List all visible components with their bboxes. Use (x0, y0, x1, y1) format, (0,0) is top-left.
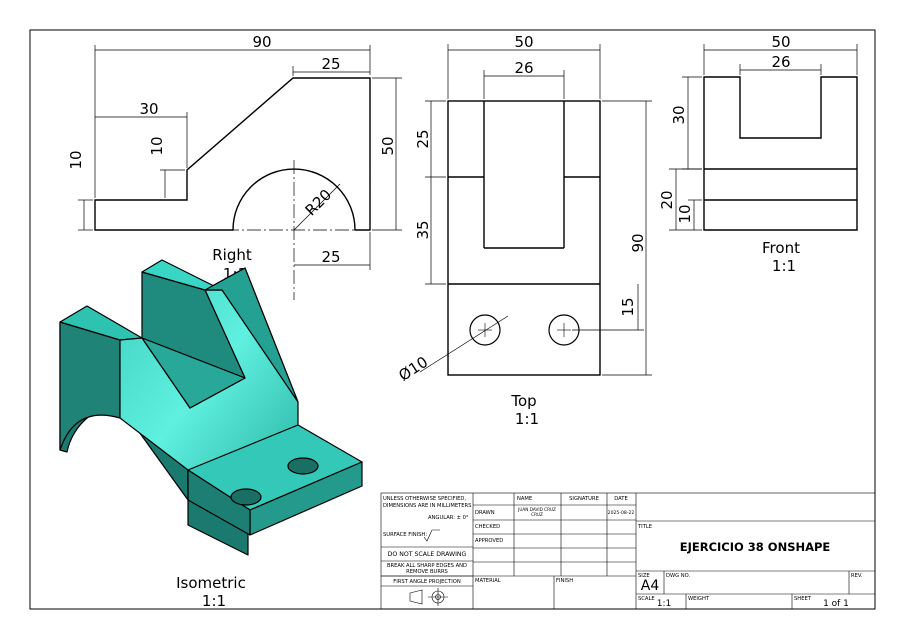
iso-left-end (59, 321, 121, 451)
first-angle-projection-icon (409, 589, 423, 605)
dim-50-height (372, 77, 402, 231)
dim-26-front-label: 26 (771, 53, 790, 71)
dim-25-top-label: 25 (321, 55, 340, 73)
tb-tolerance-1: UNLESS OTHERWISE SPECIFIED, (383, 496, 466, 502)
tb-finish: FINISH (556, 578, 573, 584)
dim-50-height-label: 50 (379, 136, 397, 155)
surface-finish-icon (423, 529, 440, 542)
tb-break-edges-2: REMOVE BURRS (406, 569, 448, 575)
right-view-outline (94, 77, 371, 231)
dim-30-label: 30 (139, 100, 158, 118)
dim-26-front (739, 64, 822, 75)
dim-r20-leader (293, 183, 341, 231)
tb-drawn-name-2: CRUZ (531, 512, 543, 517)
tb-scale: 1:1 (657, 599, 671, 609)
tb-weight-label: WEIGHT (688, 596, 710, 602)
dim-90-label: 90 (252, 33, 271, 51)
front-view-name: Front (762, 239, 800, 257)
right-view (78, 45, 402, 300)
dim-50-front (703, 44, 858, 75)
isometric-view-name: Isometric (176, 574, 246, 592)
tb-do-not-scale: DO NOT SCALE DRAWING (388, 551, 467, 558)
tb-sheet: 1 of 1 (823, 599, 849, 609)
top-view-hole-left (469, 314, 501, 346)
dim-10-inner-label: 10 (148, 136, 166, 155)
tb-scale-label: SCALE (638, 596, 655, 602)
dim-50-top-label: 50 (514, 33, 533, 51)
dim-15-top-label: 15 (619, 297, 637, 316)
dim-26-top (483, 70, 565, 99)
isometric-view-scale: 1:1 (202, 592, 226, 610)
tb-row-approved: APPROVED (475, 538, 503, 544)
dim-25-bottom-label: 25 (321, 248, 340, 266)
tb-sheet-label: SHEET (794, 596, 812, 602)
dim-15-top (572, 284, 644, 331)
tb-size-label: SIZE (638, 573, 650, 579)
dim-30-front-label: 30 (670, 105, 688, 124)
tb-size: A4 (641, 578, 660, 594)
top-view (419, 44, 652, 376)
dim-10-left (78, 199, 93, 231)
dim-10-front-label: 10 (676, 204, 694, 223)
tb-row-checked: CHECKED (475, 524, 500, 530)
dim-dia10-leader (419, 315, 509, 373)
dim-10-inner (160, 169, 185, 198)
tb-material: MATERIAL (475, 578, 501, 584)
iso-upright-side (204, 267, 299, 403)
tb-tolerance-2: DIMENSIONS ARE IN MILLIMETERS (383, 503, 471, 509)
dim-35-left-label: 35 (414, 220, 432, 239)
top-view-name: Top (510, 392, 536, 410)
tb-projection: FIRST ANGLE PROJECTION (393, 579, 461, 585)
dim-26-top-label: 26 (514, 59, 533, 77)
top-view-scale: 1:1 (515, 410, 539, 428)
tb-angular: ANGULAR: ± 0° (428, 515, 469, 521)
right-view-name: Right (212, 246, 252, 264)
dim-90-top-right (602, 100, 652, 376)
dim-25-bottom (294, 232, 371, 270)
dim-20-front-label: 20 (658, 190, 676, 209)
dim-90-right (94, 45, 371, 198)
tb-col-name: NAME (517, 496, 532, 502)
tb-title: EJERCICIO 38 ONSHAPE (680, 540, 831, 554)
tb-row-drawn: DRAWN (475, 510, 495, 516)
dim-20-10-front (669, 168, 702, 231)
dim-25-left-label: 25 (414, 129, 432, 148)
dim-25-35-left (425, 100, 446, 285)
front-view-outline (703, 76, 858, 231)
front-view-scale: 1:1 (772, 257, 796, 275)
iso-slot-floor (141, 337, 246, 409)
front-view (669, 44, 858, 231)
tb-break-edges-1: BREAK ALL SHARP EDGES AND (387, 563, 467, 569)
top-view-hole-centerlines (478, 323, 571, 337)
isometric-view (59, 259, 363, 556)
tb-dwg-no-label: DWG NO. (666, 573, 691, 579)
dim-25-top (292, 66, 370, 76)
tb-rev-label: REV. (851, 573, 863, 579)
dim-50-front-label: 50 (771, 33, 790, 51)
tb-col-signature: SIGNATURE (569, 496, 599, 502)
tb-surface-finish: SURFACE FINISH: (383, 532, 427, 538)
dim-30 (95, 112, 188, 168)
iso-hole-2 (287, 457, 319, 475)
tb-drawn-date: 2025-08-22 (608, 510, 635, 516)
tb-title-label: TITLE (637, 524, 652, 530)
iso-base-side (187, 469, 251, 536)
dim-90-top-right-label: 90 (629, 233, 647, 252)
dim-dia10-label: Ø10 (395, 353, 431, 385)
dim-10-left-label: 10 (67, 150, 85, 169)
dim-r20-label: R20 (302, 186, 336, 220)
dim-50-top (447, 44, 601, 99)
top-view-outline (447, 100, 601, 376)
tb-col-date: DATE (614, 496, 628, 502)
title-block (380, 492, 876, 610)
iso-hole-1 (230, 488, 262, 506)
tb-drawn-name-1: JUAN DAVID CRUZ (517, 507, 556, 512)
